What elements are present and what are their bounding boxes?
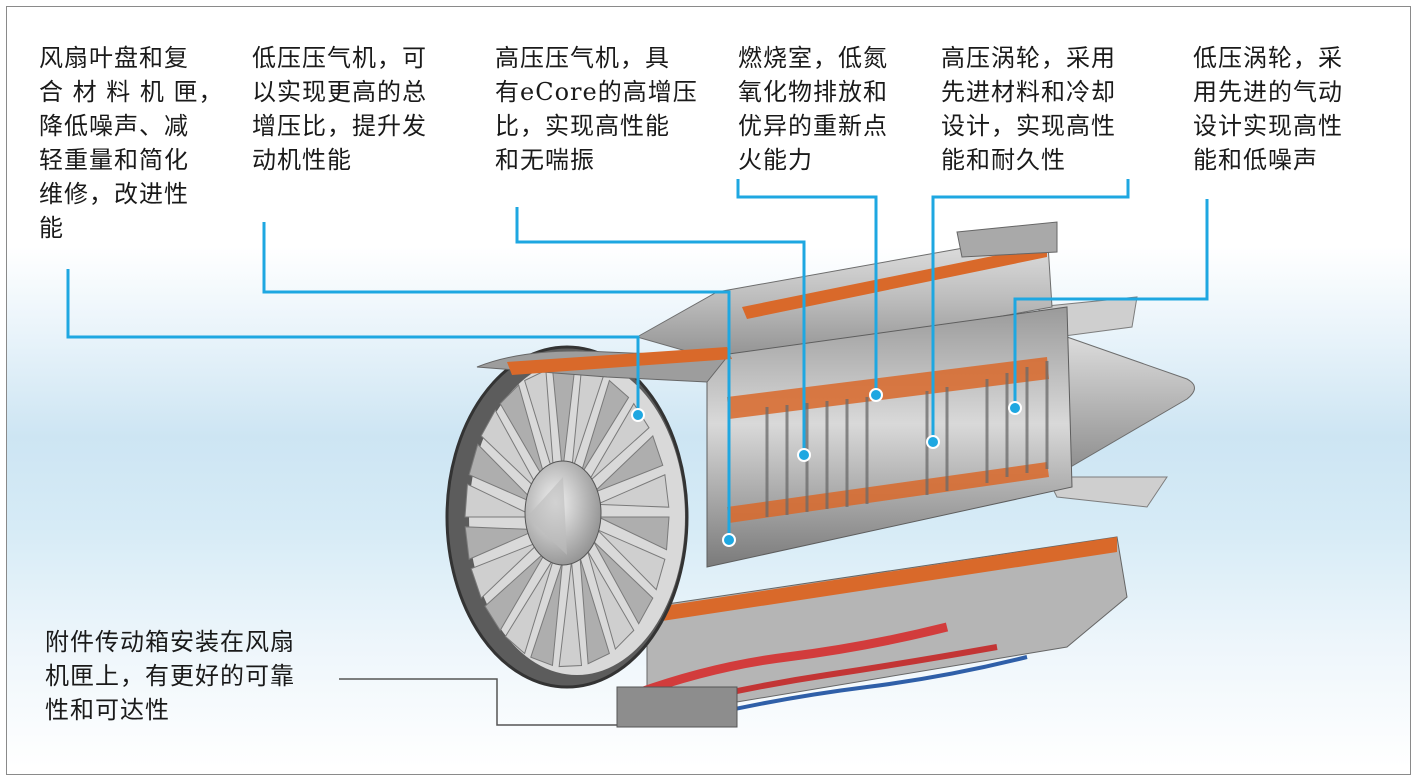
dot-combustor — [869, 388, 883, 402]
fan-blade — [596, 529, 666, 591]
annotation-hpt: 高压涡轮，采用 先进材料和冷却 设计，实现高性 能和耐久性 — [941, 44, 1116, 174]
fan-blade — [593, 540, 654, 625]
fan-section — [445, 345, 732, 689]
leader-lines — [66, 179, 1209, 726]
lower-nacelle — [616, 536, 1128, 728]
fan-blade — [499, 383, 547, 484]
fan-blade — [470, 540, 541, 600]
fan-blade — [587, 550, 635, 651]
annotation-lpc: 低压压气机，可 以实现更高的总 增压比，提升发 动机性能 — [252, 44, 427, 174]
diagram-frame: 风扇叶盘和复 合 材 料 机 匣， 降低噪声、减 轻重量和简化 维修，改进性 能… — [6, 6, 1411, 775]
fan-blade — [468, 443, 538, 505]
annotation-hpc: 高压压气机，具 有eCore的高增压 比，实现高性能 和无喘振 — [495, 44, 698, 174]
fan-blade — [480, 409, 541, 494]
annotation-lpt: 低压涡轮，采 用先进的气动 设计实现高性 能和低噪声 — [1193, 44, 1343, 174]
annotation-fan: 风扇叶盘和复 合 材 料 机 匣， 降低噪声、减 轻重量和简化 维修，改进性 能 — [39, 44, 224, 242]
fan-blade — [504, 557, 555, 655]
fan-blade — [597, 474, 670, 508]
fan-blade — [558, 561, 583, 668]
fan-blade — [530, 561, 564, 667]
fan-blade — [484, 550, 547, 632]
dot-lpt — [1008, 401, 1022, 415]
engine-illustration — [66, 179, 1209, 728]
fan-blade — [579, 379, 630, 477]
leader-lpt — [1013, 199, 1209, 405]
dot-fan — [631, 408, 645, 422]
fan-blade — [579, 557, 610, 665]
upper-nacelle — [635, 221, 1058, 368]
leader-combustor — [736, 179, 878, 392]
accessory-gearbox-pipes — [616, 622, 1028, 728]
fan-blade — [593, 434, 664, 494]
leader-fan — [66, 269, 640, 412]
fan-blade — [598, 516, 670, 551]
engine-core — [706, 306, 1073, 568]
fan-blade — [464, 526, 537, 560]
fan-blades — [464, 366, 670, 668]
leader-hpt — [931, 179, 1130, 439]
fan-blade — [464, 483, 536, 518]
dot-hpt — [926, 435, 940, 449]
dot-lpc — [722, 533, 736, 547]
leader-gearbox — [339, 678, 617, 726]
leader-lpc — [262, 222, 731, 537]
fan-blade — [524, 369, 555, 477]
annotation-combustor: 燃烧室，低氮 氧化物排放和 优异的重新点 火能力 — [738, 44, 888, 174]
leader-hpc — [515, 207, 806, 452]
leader-dots — [631, 388, 1022, 547]
dot-hpc — [797, 448, 811, 462]
annotation-gearbox: 附件传动箱安装在风扇 机匣上，有更好的可靠 性和可达性 — [45, 628, 295, 724]
